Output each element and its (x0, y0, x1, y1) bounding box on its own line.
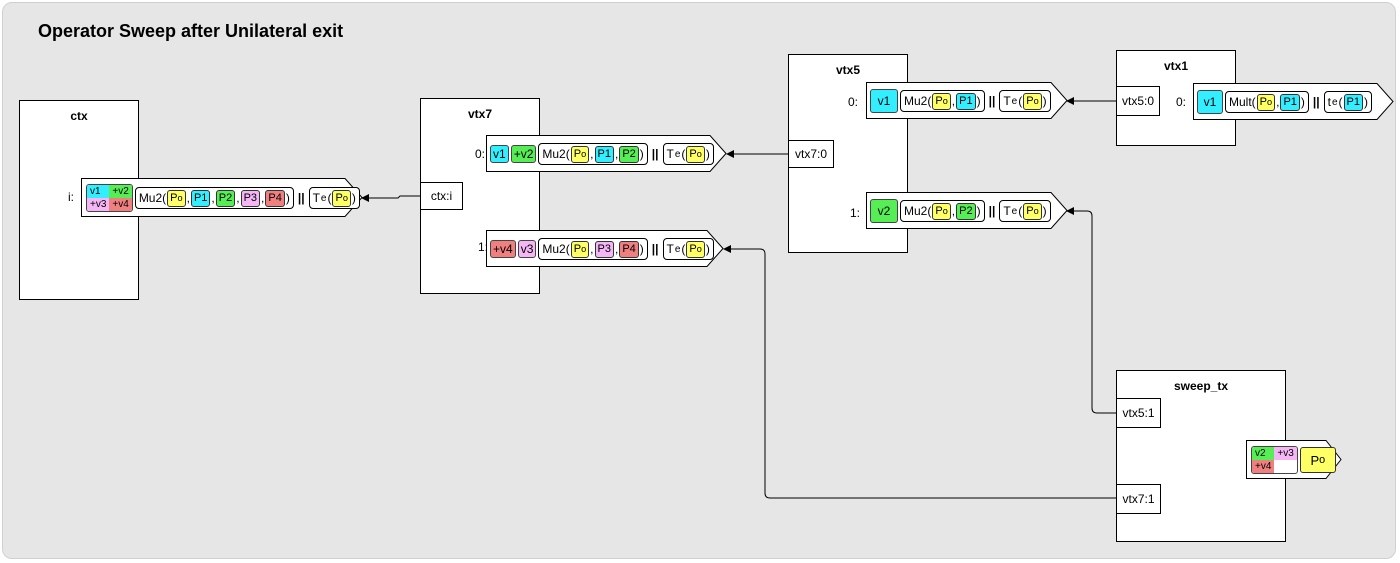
wire-vtx7-1 (723, 245, 1117, 499)
vtx5-1-label: 1: (850, 206, 861, 220)
wire-vtx5-1 (1066, 207, 1117, 414)
port-vtx5-0[interactable]: vtx5:0 (1116, 86, 1160, 116)
ctx-output-mini: v1+v2 +v3+v4 (86, 184, 133, 212)
sweep-output-mini: v2+v3 +v4 (1251, 446, 1298, 474)
node-title: ctx (70, 109, 88, 123)
node-title: sweep_tx (1173, 379, 1229, 393)
node-title: vtx5 (835, 63, 861, 77)
wire-ctx-i (361, 194, 421, 202)
ctx-output-label: i: (68, 190, 74, 204)
node-title: vtx1 (1163, 59, 1189, 73)
diagram-title: Operator Sweep after Unilateral exit (38, 21, 344, 41)
vtx7-0-label: 0: (475, 147, 486, 161)
vtx5-0-label: 0: (848, 95, 859, 109)
vtx7-1-label: 1: (478, 240, 489, 254)
port-vtx7-1[interactable]: vtx7:1 (1116, 484, 1161, 514)
vtx1-0-label: 0: (1176, 95, 1187, 109)
port-vtx7-0[interactable]: vtx7:0 (788, 140, 834, 168)
port-ctx-i[interactable]: ctx:i (420, 182, 463, 210)
port-vtx5-1[interactable]: vtx5:1 (1116, 398, 1161, 428)
node-title: vtx7 (467, 107, 493, 121)
